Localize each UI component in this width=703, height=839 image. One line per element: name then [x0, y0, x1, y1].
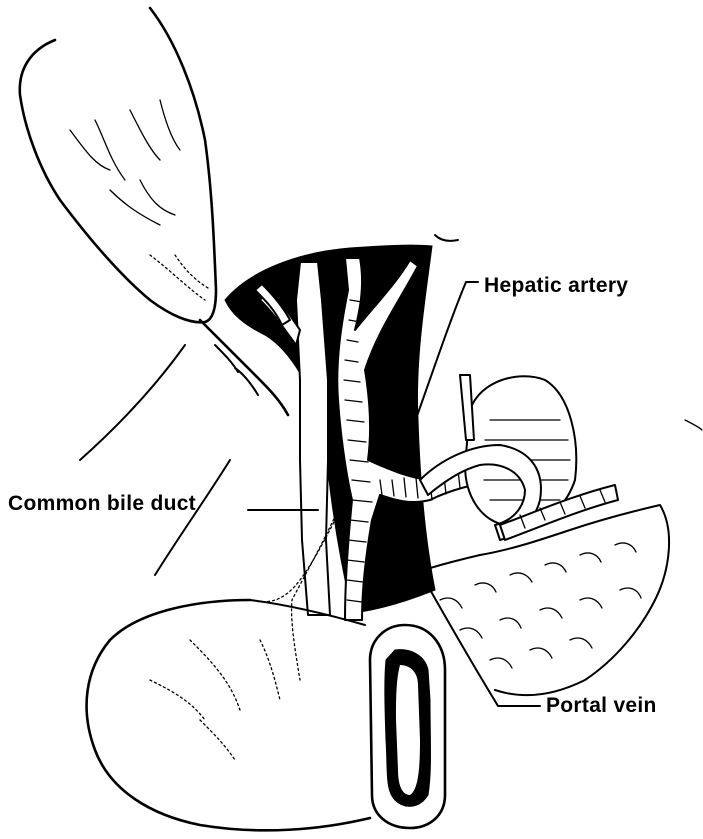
dark-hilum-region	[225, 245, 435, 612]
stomach-loop	[420, 375, 618, 540]
common-bile-duct-label: Common bile duct	[8, 492, 196, 515]
portal-vein-label: Portal vein	[546, 694, 657, 717]
duodenum	[87, 600, 445, 830]
liver	[20, 8, 216, 322]
hepatic-artery-label: Hepatic artery	[484, 274, 628, 297]
